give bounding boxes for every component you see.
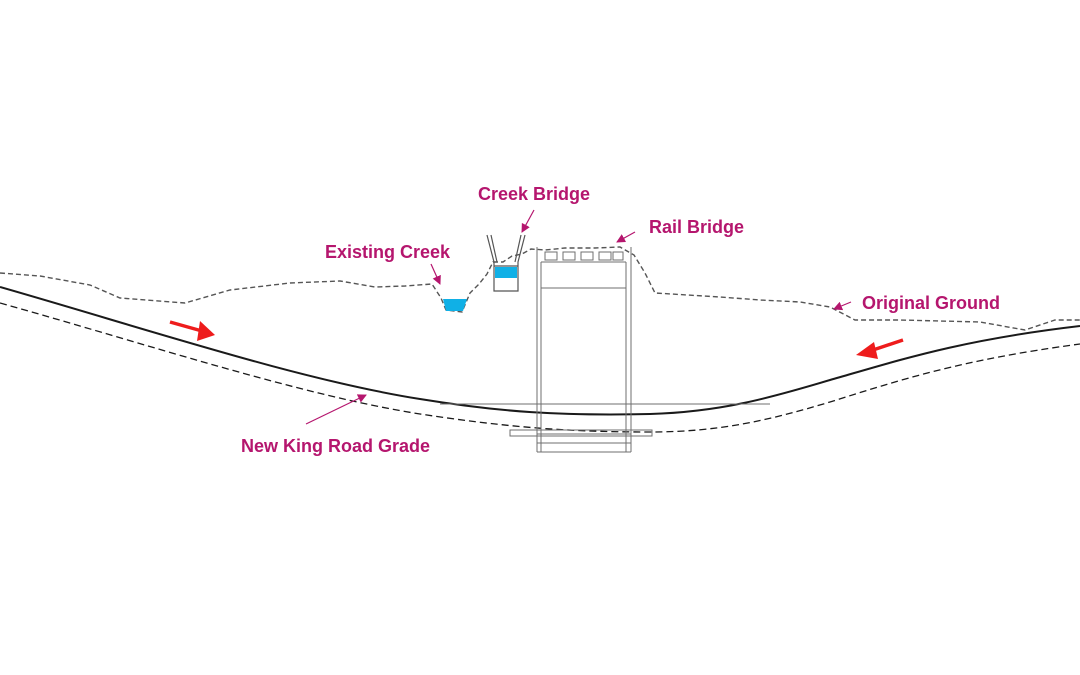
creek-bridge-label: Creek Bridge <box>478 184 590 204</box>
traffic-arrow-westbound <box>856 338 904 359</box>
road-grade-leader <box>305 394 367 425</box>
traffic-arrow-eastbound <box>169 320 215 341</box>
road-subgrade-line <box>0 302 1080 433</box>
road-grade-line <box>0 286 1080 416</box>
rail-bridge-leader <box>616 231 636 243</box>
rail-bridge-structure <box>440 247 770 453</box>
road-grade-label: New King Road Grade <box>241 436 430 456</box>
original-ground-label: Original Ground <box>862 293 1000 313</box>
existing-creek-label: Existing Creek <box>325 242 451 262</box>
existing-creek-leader <box>430 263 441 285</box>
original-ground-leader <box>833 301 852 311</box>
creek-bridge-structure <box>486 234 526 292</box>
creek-bridge-leader <box>521 209 535 233</box>
rail-bridge-label: Rail Bridge <box>649 217 744 237</box>
original-ground-line <box>0 246 1080 331</box>
creek-bridge-water <box>495 267 517 278</box>
existing-creek-water <box>443 299 467 311</box>
